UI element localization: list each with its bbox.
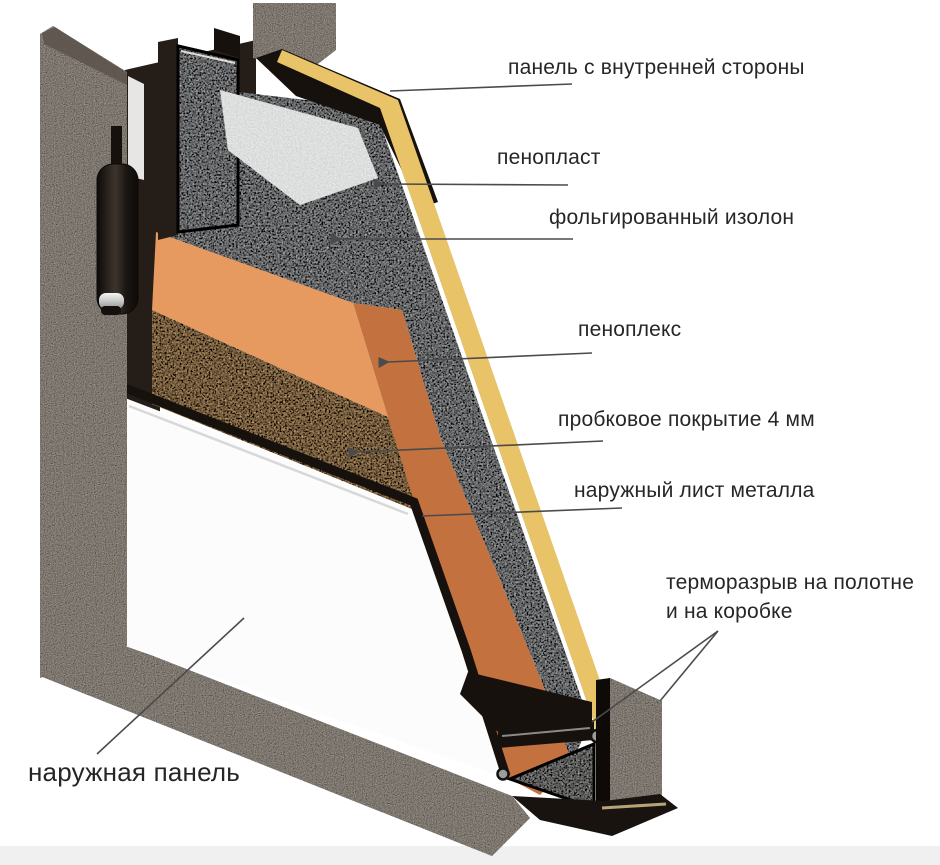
- label-thermal-break: терморазрыв на полотне и на коробке: [666, 568, 914, 626]
- label-thermal-break-line2: и на коробке: [666, 600, 793, 623]
- label-thermal-break-line1: терморазрыв на полотне: [666, 571, 915, 594]
- outer-panel-shape: [125, 398, 506, 778]
- label-inner-panel: панель с внутренней стороны: [508, 56, 805, 79]
- cork-layer: [152, 310, 417, 511]
- frame-bottom-sill: [40, 645, 530, 856]
- frame-box: [610, 678, 662, 802]
- leader-cork: [348, 440, 604, 459]
- label-outer-panel: наружная панель: [28, 757, 241, 787]
- label-izolon: фольгированный изолон: [549, 206, 795, 229]
- penoplex-layer-cut: [353, 303, 572, 795]
- foam-grey-layer: [168, 92, 590, 762]
- thermal-break-seal-leaf: [496, 767, 510, 781]
- leader-lines: [96, 83, 719, 755]
- penoplex-layer-top: [152, 232, 388, 417]
- label-penoplex: пеноплекс: [578, 318, 682, 341]
- sill-metal-triangle: [505, 741, 596, 811]
- label-cork: пробковое покрытие 4 мм: [558, 408, 815, 431]
- leader-thermal-break-leaf: [591, 630, 719, 723]
- penoplast-block: [220, 90, 378, 205]
- hinge: [96, 126, 139, 315]
- label-penoplast: пенопласт: [497, 146, 601, 169]
- leader-inner-panel: [389, 83, 573, 92]
- leader-thermal-break-frame: [659, 630, 719, 702]
- leader-penoplast: [373, 178, 569, 190]
- leader-outer-panel: [96, 617, 245, 755]
- label-outer-metal-sheet: наружный лист металла: [574, 479, 815, 502]
- sill-cross-section: [460, 672, 678, 836]
- leader-penoplex: [378, 352, 593, 369]
- floor-strip: [0, 846, 940, 865]
- leader-outer-metal: [421, 507, 623, 517]
